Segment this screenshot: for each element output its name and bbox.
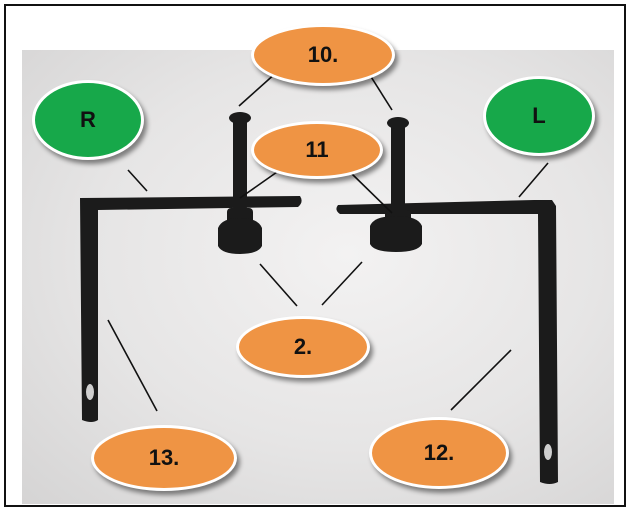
callout-part-10-text: 10. xyxy=(307,42,339,67)
callout-side-left-text: L xyxy=(532,103,546,128)
callout-side-right-text: R xyxy=(80,107,96,132)
knob-bolt-left xyxy=(218,112,262,254)
callout-part-12: 12. xyxy=(369,417,509,489)
callout-side-left: L xyxy=(483,76,595,156)
callout-part-2: 2. xyxy=(236,316,370,378)
callout-part-10: 10. xyxy=(251,24,395,86)
knob-bolt-right xyxy=(370,117,422,252)
callout-part-2-text: 2. xyxy=(293,334,313,359)
callout-part-12-text: 12. xyxy=(423,440,455,465)
left-bracket xyxy=(336,200,558,484)
callout-part-13-text: 13. xyxy=(148,445,180,470)
callout-part-13: 13. xyxy=(91,425,237,491)
callout-part-11: 11 xyxy=(251,121,383,179)
callout-side-right: R xyxy=(32,80,144,160)
callout-part-11-text: 11 xyxy=(305,137,329,162)
right-bracket xyxy=(80,196,302,422)
